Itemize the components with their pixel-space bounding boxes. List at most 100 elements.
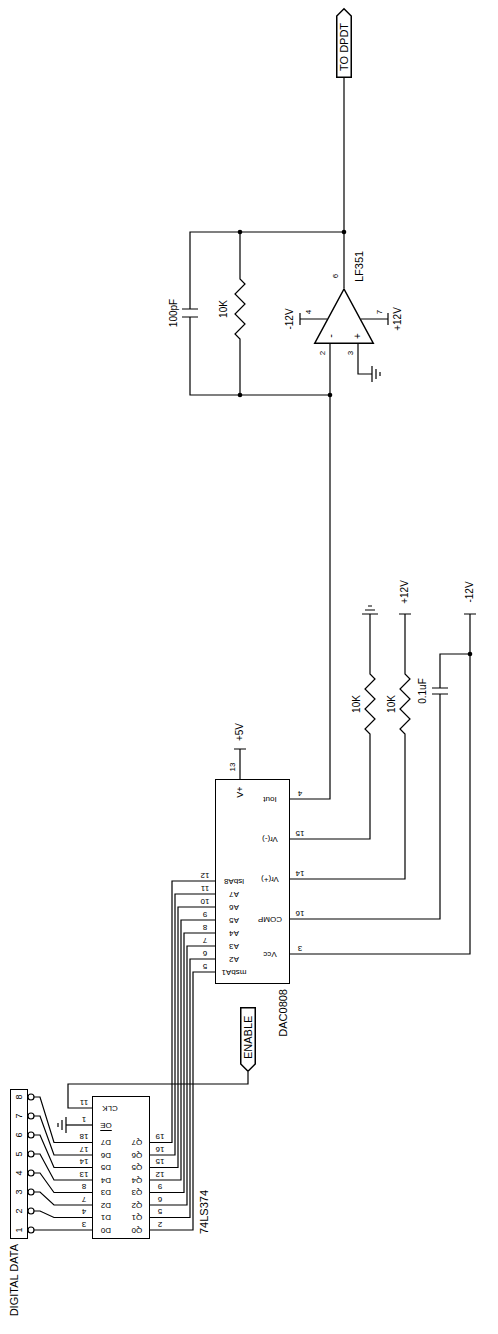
value-label: 7 <box>376 310 384 314</box>
value-label: 100pF <box>169 299 179 327</box>
junction-dots <box>238 230 473 657</box>
pin-label: OE <box>100 1121 112 1129</box>
pin-label: D5 <box>101 1164 111 1172</box>
bus-wire <box>150 946 215 1205</box>
pin-label: Q4 <box>132 1176 143 1184</box>
value-label: 7 <box>15 1113 24 1118</box>
ground-symbol <box>58 1117 66 1133</box>
value-label: 6 <box>332 274 340 278</box>
connector-box: DIGITAL DATA <box>10 1089 28 1239</box>
pin-label: Q2 <box>132 1201 143 1209</box>
wire-connector <box>28 1229 92 1230</box>
pin-label: 15 <box>296 829 305 837</box>
pin-label: 13 <box>80 1170 89 1178</box>
pin-label: 6 <box>203 949 207 957</box>
value-label: +12V <box>400 580 410 604</box>
data-wire <box>34 1192 92 1205</box>
pin-label: msbA1 <box>222 968 247 976</box>
value-label: 4 <box>305 310 313 314</box>
value-label: 6 <box>15 1132 24 1137</box>
pin-label: Q1 <box>132 1214 143 1222</box>
pin-label: 14 <box>80 1158 89 1166</box>
data-wire <box>34 1097 92 1143</box>
pin-label: COMP <box>258 915 282 923</box>
pin-label: CLK <box>102 1104 118 1112</box>
connector-pin <box>28 1094 34 1100</box>
bus-wire <box>150 907 215 1168</box>
junction-dot <box>238 230 243 235</box>
pin-label: 5 <box>203 962 207 970</box>
flag-text: TO DPDT <box>339 23 350 71</box>
connector-pin <box>28 1227 34 1233</box>
bus-wire <box>150 920 215 1180</box>
opamp-triangle: LF351 <box>314 288 374 344</box>
bus-wire <box>150 959 215 1218</box>
comp-wire <box>290 654 470 919</box>
pin-label: A3 <box>229 942 239 950</box>
connector-pin <box>28 1170 34 1176</box>
pin-label: D2 <box>101 1201 111 1209</box>
pin-label: 15 <box>156 1158 165 1166</box>
pin-label: D1 <box>101 1214 111 1222</box>
pin-label: A2 <box>229 955 239 963</box>
vcc-wire <box>290 614 476 954</box>
bus-wire <box>150 894 215 1155</box>
pin-label: Iout <box>263 795 276 803</box>
value-label: 2 <box>319 351 327 355</box>
pin-label: D4 <box>101 1176 111 1184</box>
value-label: 13 <box>229 763 237 772</box>
value-label: 5 <box>15 1151 24 1156</box>
value-label: 10K <box>387 695 397 713</box>
junction-dot <box>468 652 473 657</box>
pin-label: 8 <box>82 1183 86 1191</box>
value-label: 3 <box>347 351 355 355</box>
pin-label: 9 <box>158 1183 162 1191</box>
wire-connector <box>68 1072 248 1108</box>
pin-label: 3 <box>82 1220 86 1228</box>
pin-label: 11 <box>80 1098 88 1106</box>
pin-label: 4 <box>298 789 302 797</box>
value-label: - <box>325 334 336 338</box>
data-wire <box>34 1116 92 1155</box>
bus-wire <box>150 933 215 1193</box>
part-name: LF351 <box>354 251 365 282</box>
bus-wires <box>28 881 215 1233</box>
part-name: 74LS374 <box>199 1190 210 1234</box>
bus-wire <box>150 881 215 1143</box>
value-label: 0.1uF <box>418 678 428 704</box>
value-label: +5V <box>235 723 245 741</box>
pin-label: 10 <box>201 897 210 905</box>
opamp-supply-wire <box>300 313 388 325</box>
pin-label: A4 <box>229 929 239 937</box>
junction-dot <box>238 393 243 398</box>
connector-pin <box>28 1151 34 1157</box>
pin-label: 3 <box>298 944 302 952</box>
pin-label: 7 <box>82 1195 86 1203</box>
pin-label: Vr(-) <box>262 835 278 843</box>
pin-label: 19 <box>156 1133 165 1141</box>
pin-label: 7 <box>203 936 207 944</box>
pin-label: D0 <box>101 1226 111 1234</box>
value-label: V+ <box>236 786 245 797</box>
pin-label: 8 <box>203 923 207 931</box>
pin-label: A6 <box>229 903 239 911</box>
pin-label: D3 <box>101 1189 111 1197</box>
wire-connector <box>290 344 330 799</box>
value-label: +12V <box>393 307 403 331</box>
value-label: -12V <box>465 581 475 602</box>
value-label: 8 <box>15 1094 24 1099</box>
part-name: DAC0808 <box>278 989 289 1037</box>
pin-label: Q3 <box>132 1189 143 1197</box>
junction-dot <box>342 230 347 235</box>
value-label: 10K <box>219 300 229 318</box>
value-label: 1 <box>15 1227 24 1232</box>
pin-label: 16 <box>296 909 305 917</box>
pin-label: Q7 <box>132 1139 143 1147</box>
shape-outline <box>314 288 374 344</box>
part-name: DIGITAL DATA <box>9 1244 20 1316</box>
shape-outline <box>241 1008 256 1072</box>
output-flag: TO DPDT <box>336 8 352 78</box>
value-label: 4 <box>15 1170 24 1175</box>
